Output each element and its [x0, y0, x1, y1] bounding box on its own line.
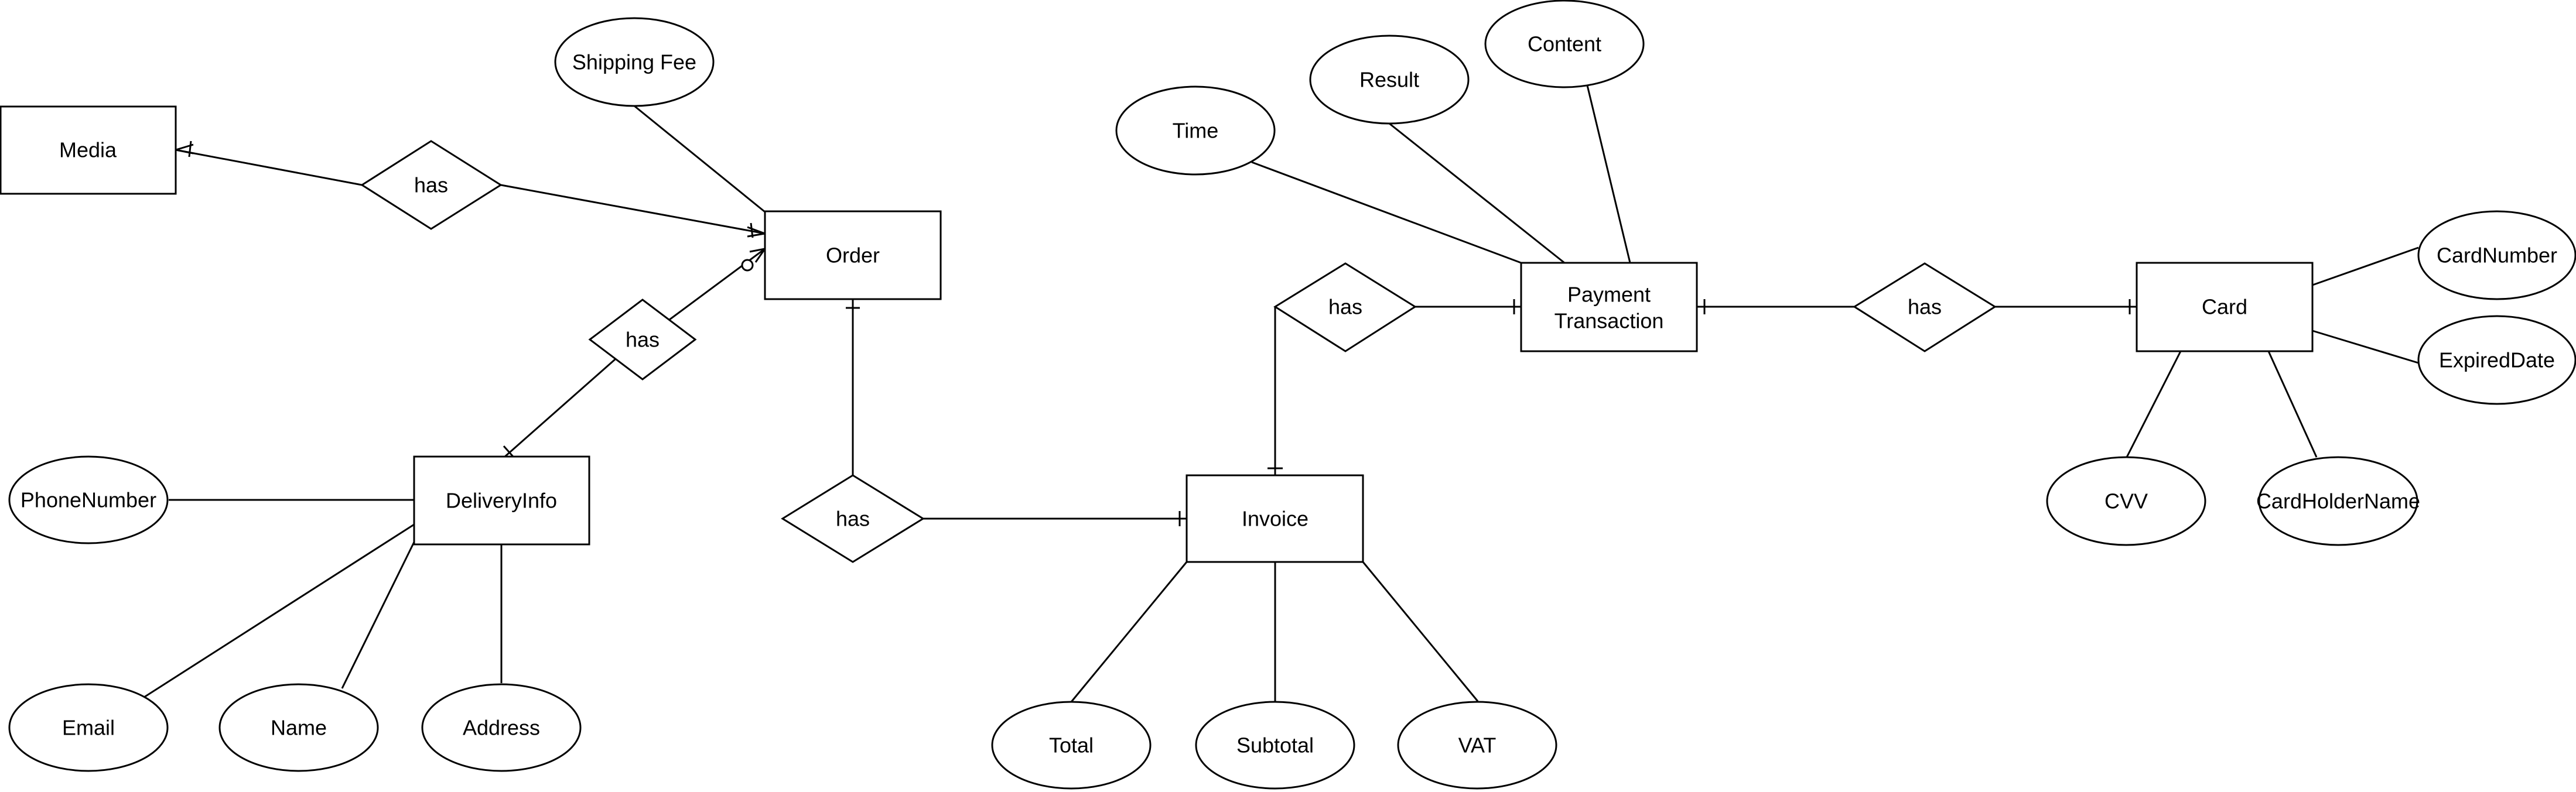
attribute-total-label: Total: [1049, 733, 1094, 757]
connectors: [144, 85, 2419, 702]
attribute-subtotal[interactable]: Subtotal: [1195, 701, 1355, 790]
zero-circle-order: [741, 259, 754, 272]
relationship-media-order-label: has: [414, 173, 448, 197]
relationship-order-invoice[interactable]: has: [781, 474, 925, 563]
attribute-subtotal-label: Subtotal: [1236, 733, 1314, 757]
edge-media-has: [175, 149, 363, 186]
attribute-cvv[interactable]: CVV: [2046, 456, 2206, 546]
attribute-content-label: Content: [1528, 32, 1601, 56]
attribute-name-label: Name: [271, 716, 327, 740]
attribute-result[interactable]: Result: [1309, 35, 1470, 125]
relationship-media-order[interactable]: has: [360, 140, 503, 230]
attribute-card-holder-name-label: CardHolderName: [2256, 489, 2420, 513]
entity-card-label: Card: [2202, 295, 2247, 319]
attribute-phone-number[interactable]: PhoneNumber: [8, 455, 169, 544]
edge-card-holder: [2267, 351, 2318, 458]
edge-content-payment: [1586, 85, 1631, 263]
edge-card-expireddate: [2312, 330, 2419, 364]
relationship-order-invoice-label: has: [836, 507, 870, 531]
crows-foot-order-media: [747, 222, 766, 238]
edge-name-delivery: [341, 541, 415, 689]
relationship-invoice-payment[interactable]: has: [1273, 262, 1417, 352]
edge-time-payment: [1251, 161, 1522, 264]
edge-result-payment: [1389, 122, 1565, 264]
edge-email-delivery: [144, 523, 415, 698]
attribute-result-label: Result: [1359, 68, 1419, 92]
entity-media-label: Media: [59, 138, 117, 162]
entity-payment-transaction-label-line2: Transaction: [1555, 309, 1664, 333]
attribute-cvv-label: CVV: [2104, 489, 2148, 513]
attribute-content[interactable]: Content: [1484, 0, 1645, 88]
zero-many-order-delivery: [749, 248, 766, 263]
attribute-time-label: Time: [1173, 119, 1219, 143]
edge-card-cvv: [2125, 351, 2182, 459]
relationship-order-delivery[interactable]: has: [588, 299, 697, 380]
edge-card-cardnumber: [2312, 246, 2419, 286]
entity-media[interactable]: Media: [0, 105, 177, 195]
attribute-expired-date[interactable]: ExpiredDate: [2417, 315, 2576, 405]
attribute-card-number[interactable]: CardNumber: [2417, 210, 2576, 300]
attribute-email-label: Email: [62, 716, 115, 740]
edge-has-order: [500, 184, 766, 235]
edge-total-invoice: [1070, 561, 1188, 702]
entity-payment-transaction[interactable]: Payment Transaction: [1520, 262, 1698, 352]
relationship-order-delivery-label: has: [626, 328, 660, 352]
edge-shippingfee-order: [634, 105, 766, 213]
edge-order-has2: [669, 248, 766, 321]
entity-invoice-label: Invoice: [1242, 507, 1309, 531]
attribute-time[interactable]: Time: [1115, 85, 1276, 176]
relationship-payment-card-label: has: [1908, 295, 1942, 319]
cardinality-markers: [175, 140, 2131, 526]
attribute-vat[interactable]: VAT: [1397, 701, 1557, 790]
attribute-email[interactable]: Email: [8, 683, 169, 772]
entity-payment-transaction-label-line1: Payment: [1567, 283, 1651, 307]
attribute-card-number-label: CardNumber: [2437, 244, 2557, 268]
entity-invoice[interactable]: Invoice: [1185, 474, 1364, 563]
entity-order-label: Order: [826, 244, 880, 268]
attribute-shipping-fee-label: Shipping Fee: [572, 50, 696, 74]
entity-delivery-info-label: DeliveryInfo: [446, 489, 557, 513]
one-delivery: [503, 445, 514, 457]
entity-order[interactable]: Order: [764, 210, 942, 300]
attribute-shipping-fee[interactable]: Shipping Fee: [554, 17, 715, 107]
relationship-payment-card[interactable]: has: [1853, 262, 1997, 352]
edge-has2-delivery: [504, 358, 616, 458]
relationship-invoice-payment-label: has: [1328, 295, 1362, 319]
attribute-vat-label: VAT: [1458, 733, 1497, 757]
attribute-address-label: Address: [463, 716, 540, 740]
attribute-expired-date-label: ExpiredDate: [2439, 348, 2555, 372]
crows-foot-media: [175, 140, 194, 157]
attribute-phone-number-label: PhoneNumber: [21, 488, 156, 512]
attribute-card-holder-name[interactable]: CardHolderName: [2256, 456, 2420, 546]
edge-vat-invoice: [1362, 561, 1479, 702]
attribute-name[interactable]: Name: [218, 683, 379, 772]
entity-delivery-info[interactable]: DeliveryInfo: [413, 455, 590, 546]
attribute-address[interactable]: Address: [421, 683, 582, 772]
entity-card[interactable]: Card: [2136, 262, 2314, 352]
attribute-total[interactable]: Total: [991, 701, 1152, 790]
